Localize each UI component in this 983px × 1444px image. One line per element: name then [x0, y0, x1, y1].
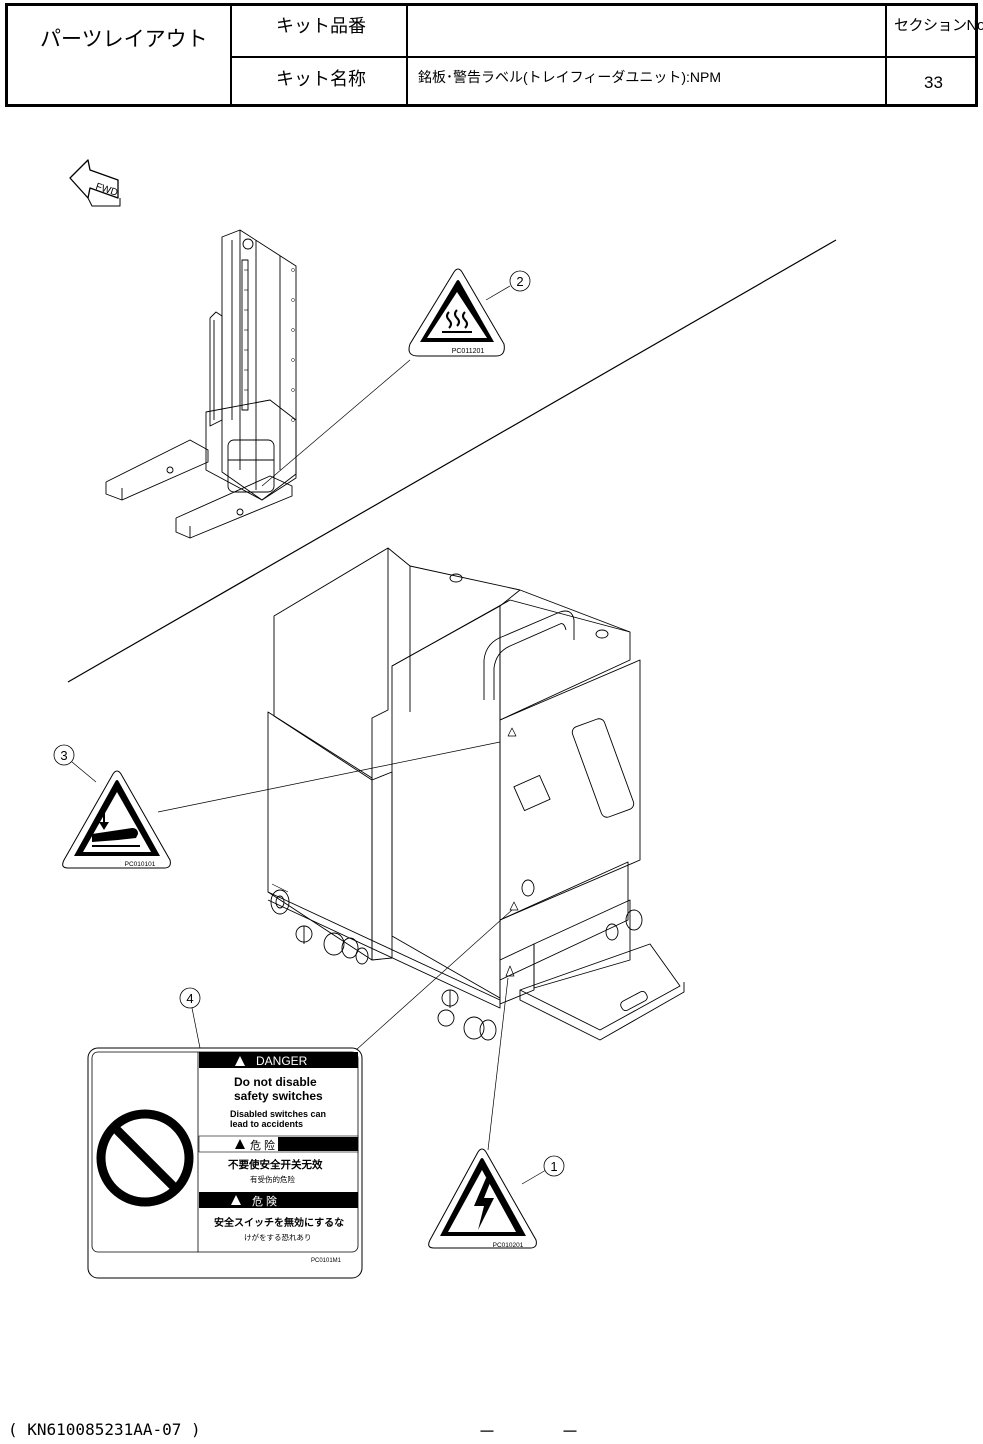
- label-code: PC010101: [125, 861, 156, 868]
- callout-3: 3: [54, 745, 74, 765]
- tray-feeder-unit: [268, 548, 684, 1040]
- svg-text:DANGER: DANGER: [256, 1054, 308, 1068]
- svg-text:safety switches: safety switches: [234, 1089, 323, 1103]
- svg-text:危 険: 危 険: [252, 1195, 277, 1208]
- label-code: PC011201: [452, 348, 485, 355]
- label-code: PC010201: [493, 1242, 524, 1249]
- fwd-arrow-icon: FWD: [70, 160, 120, 206]
- svg-text:1: 1: [550, 1159, 557, 1174]
- fwd-text: FWD: [94, 181, 119, 199]
- svg-text:有受伤的危险: 有受伤的危险: [250, 1174, 295, 1184]
- callout-4: 4: [180, 988, 200, 1008]
- page-number: － －: [478, 1418, 578, 1444]
- svg-text:不要使安全开关无效: 不要使安全开关无效: [228, 1158, 323, 1171]
- svg-text:2: 2: [516, 274, 523, 289]
- svg-text:4: 4: [186, 991, 193, 1006]
- danger-label: DANGER Do not disable safety switches Di…: [88, 1048, 362, 1278]
- lifter-assembly: [106, 230, 296, 538]
- svg-text:安全スイッチを無効にするな: 安全スイッチを無効にするな: [214, 1216, 344, 1229]
- hot-surface-label: PC011201: [409, 269, 504, 356]
- pinch-hazard-label: PC010101: [63, 771, 171, 868]
- label-code: PC0101M1: [311, 1258, 342, 1264]
- svg-text:Do not disable: Do not disable: [234, 1075, 317, 1089]
- electric-shock-label: PC010201: [429, 1149, 537, 1249]
- callout-1: 1: [544, 1156, 564, 1176]
- svg-text:lead to accidents: lead to accidents: [230, 1119, 303, 1129]
- callout-2: 2: [510, 271, 530, 291]
- svg-text:危 险: 危 险: [250, 1138, 275, 1152]
- document-code: ( KN610085231AA-07 ): [8, 1420, 201, 1439]
- svg-text:3: 3: [60, 748, 67, 763]
- svg-text:けがをする恐れあり: けがをする恐れあり: [244, 1232, 312, 1242]
- svg-text:Disabled switches can: Disabled switches can: [230, 1109, 326, 1119]
